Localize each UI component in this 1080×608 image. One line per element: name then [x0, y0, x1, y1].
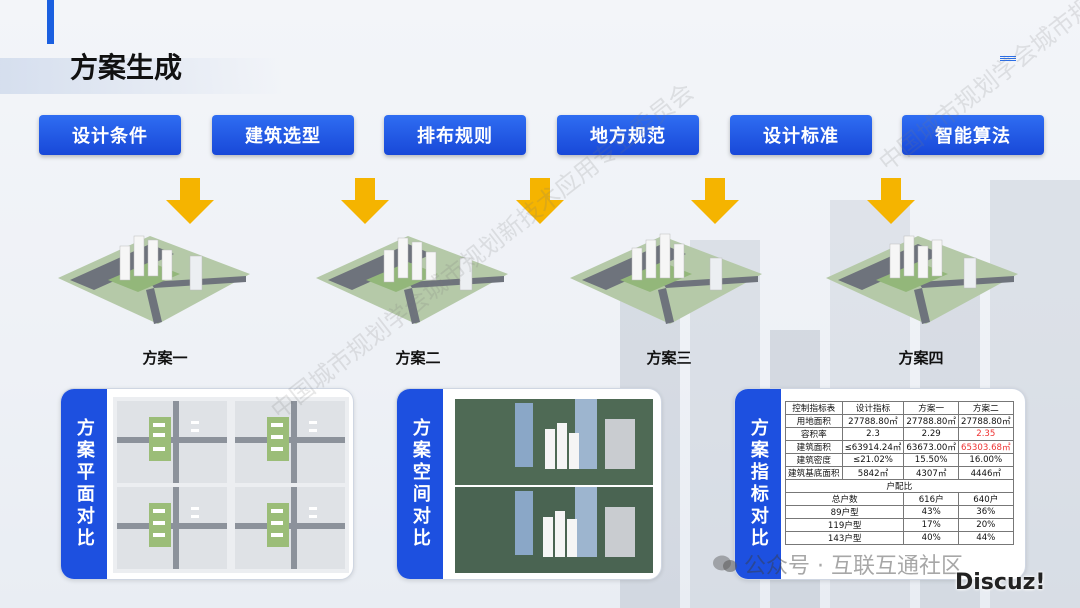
table-cell: 27788.80㎡: [958, 414, 1014, 428]
table-cell: 119户型: [784, 518, 905, 532]
table-cell: 17%: [903, 518, 959, 532]
table-cell: 15.50%: [903, 453, 959, 467]
table-subheader-row: 户配比: [785, 479, 1014, 493]
table-subheader: 户配比: [785, 479, 1014, 493]
table-row: 143户型 40% 44%: [784, 531, 1014, 545]
card-tab: 方案空间对比: [397, 389, 443, 579]
down-arrow-icon: [341, 178, 389, 224]
footer-watermark: 公众号 · 互联互通社区: [744, 554, 963, 579]
step-layout-rules[interactable]: 排布规则: [384, 115, 526, 155]
table-cell: 36%: [958, 505, 1014, 519]
table-row: 119户型 17% 20%: [784, 518, 1014, 532]
corner-decoration: [1000, 56, 1016, 62]
table-cell: 容积率: [785, 427, 843, 441]
table-header-row: 控制指标表 设计指标 方案一 方案二: [785, 401, 1014, 415]
table-cell: 43%: [903, 505, 959, 519]
table-cell: 4446㎡: [958, 466, 1014, 480]
card-tab: 方案平面对比: [61, 389, 107, 579]
card-title: 方案平面对比: [73, 418, 95, 550]
site-model-plan-1: [58, 235, 250, 324]
table-cell: 27788.80㎡: [841, 414, 905, 428]
step-local-codes[interactable]: 地方规范: [557, 115, 699, 155]
table-cell: 143户型: [784, 531, 905, 545]
down-arrow-icon: [166, 178, 214, 224]
metric-compare-card: 方案指标对比 控制指标表 设计指标 方案一 方案二 用地面积 27788.80㎡…: [734, 388, 1026, 580]
step-building-type[interactable]: 建筑选型: [212, 115, 354, 155]
table-cell: 40%: [903, 531, 959, 545]
down-arrow-icon: [867, 178, 915, 224]
title-band: [0, 58, 285, 94]
table-cell: 616户: [903, 492, 959, 506]
table-cell-highlight: 65303.68㎡: [958, 440, 1014, 454]
table-cell: 2.3: [841, 427, 905, 441]
down-arrow-icon: [691, 178, 739, 224]
card-title: 方案指标对比: [747, 418, 769, 550]
table-row: 用地面积 27788.80㎡ 27788.80㎡ 27788.80㎡: [785, 414, 1014, 428]
table-header-cell: 控制指标表: [785, 401, 843, 415]
table-cell: 建筑基底面积: [785, 466, 843, 480]
site-plan-thumbnails: [113, 397, 349, 573]
table-header-cell: 方案二: [958, 401, 1014, 415]
table-header-cell: 设计指标: [841, 401, 905, 415]
table-cell: 63673.00㎡: [903, 440, 959, 454]
table-cell: ≤63914.24㎡: [841, 440, 905, 454]
site-plan-thumbnail: [117, 401, 227, 483]
table-row: 总户数 616户 640户: [784, 492, 1014, 506]
table-cell: 16.00%: [958, 453, 1014, 467]
step-design-standards[interactable]: 设计标准: [730, 115, 872, 155]
table-cell: 640户: [958, 492, 1014, 506]
down-arrow-icon: [516, 178, 564, 224]
step-design-conditions[interactable]: 设计条件: [39, 115, 181, 155]
card-tab: 方案指标对比: [735, 389, 781, 579]
table-row: 建筑基底面积 5842㎡ 4307㎡ 4446㎡: [785, 466, 1014, 480]
plan-label-2: 方案二: [395, 349, 441, 367]
table-cell: ≤21.02%: [841, 453, 905, 467]
table-cell: 5842㎡: [841, 466, 905, 480]
metrics-table: 控制指标表 设计指标 方案一 方案二 用地面积 27788.80㎡ 27788.…: [784, 401, 1014, 545]
card-title: 方案空间对比: [409, 418, 431, 550]
aerial-3d-render: [455, 399, 653, 573]
table-cell: 89户型: [784, 505, 905, 519]
table-cell-highlight: 2.35: [958, 427, 1014, 441]
table-row: 容积率 2.3 2.29 2.35: [785, 427, 1014, 441]
table-cell: 总户数: [784, 492, 905, 506]
plan-label-3: 方案三: [646, 349, 692, 367]
table-cell: 2.29: [903, 427, 959, 441]
space-compare-card: 方案空间对比: [396, 388, 662, 580]
site-model-plan-2: [316, 236, 508, 324]
site-model-plan-4: [826, 235, 1018, 324]
page-title: 方案生成: [70, 51, 183, 84]
plan-label-1: 方案一: [142, 349, 188, 367]
site-watermark: Discuz!: [955, 570, 1046, 595]
site-model-plan-3: [570, 233, 762, 324]
table-cell: 44%: [958, 531, 1014, 545]
table-cell: 建筑面积: [785, 440, 843, 454]
table-cell: 建筑密度: [785, 453, 843, 467]
table-cell: 20%: [958, 518, 1014, 532]
table-header-cell: 方案一: [903, 401, 959, 415]
wechat-icon: [713, 555, 737, 572]
table-row: 建筑面积 ≤63914.24㎡ 63673.00㎡ 65303.68㎡: [785, 440, 1014, 454]
title-accent-bar: [47, 0, 54, 44]
table-cell: 27788.80㎡: [903, 414, 959, 428]
table-cell: 4307㎡: [903, 466, 959, 480]
plan-label-4: 方案四: [898, 349, 944, 367]
plan-compare-card: 方案平面对比: [60, 388, 354, 580]
step-smart-algorithm[interactable]: 智能算法: [902, 115, 1044, 155]
table-cell: 用地面积: [785, 414, 843, 428]
table-row: 89户型 43% 36%: [784, 505, 1014, 519]
table-row: 建筑密度 ≤21.02% 15.50% 16.00%: [785, 453, 1014, 467]
